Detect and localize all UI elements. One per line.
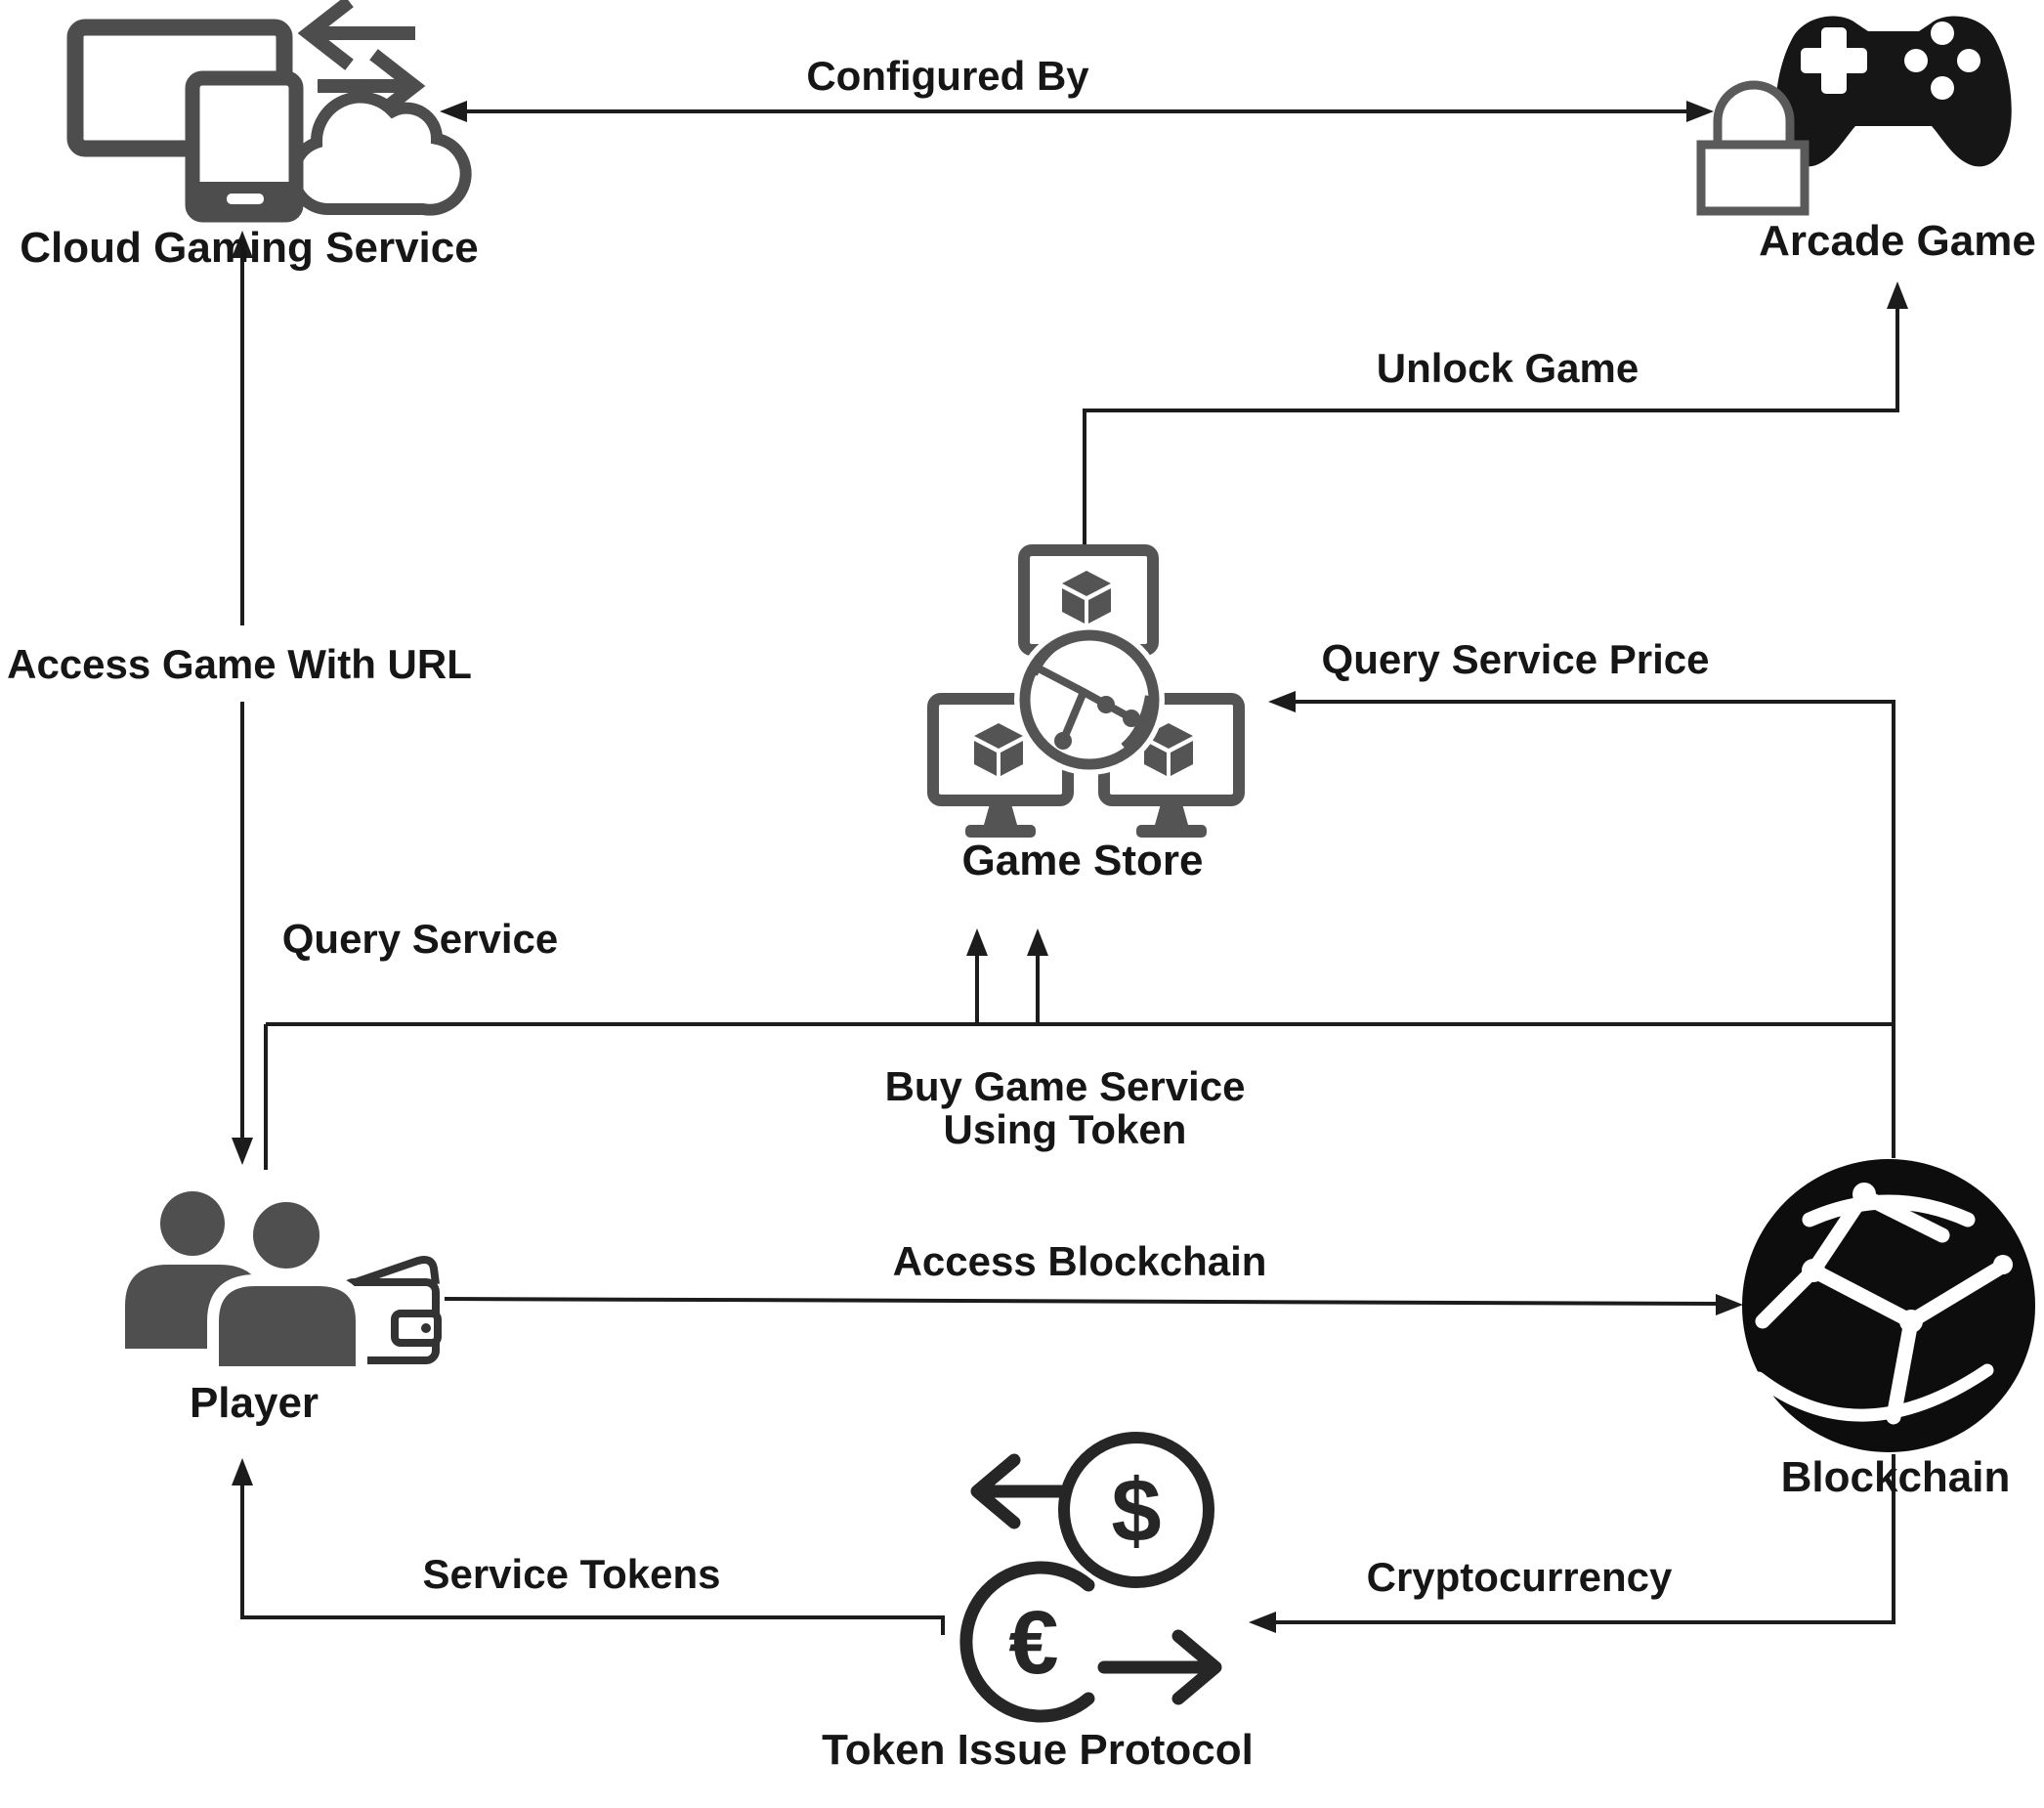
monitor-stand: [1155, 800, 1188, 825]
arrowhead-down-icon: [232, 1138, 253, 1165]
edge-unlock-game: [1083, 281, 1908, 549]
network-node: [1123, 710, 1140, 727]
button-left: [1904, 49, 1928, 72]
monitor-base: [965, 825, 1036, 838]
exchange-arrow-right-icon: [1097, 1629, 1222, 1705]
padlock-shackle-icon: [1713, 80, 1795, 147]
cloud-gaming-service-icon: [66, 0, 472, 223]
arrowhead-up-icon: [1887, 281, 1908, 309]
blockchain-node: [1993, 1255, 2013, 1274]
node-label-player: Player: [189, 1378, 319, 1427]
edge-label-configured-by: Configured By: [806, 52, 1089, 99]
dollar-coin-icon: [1058, 1432, 1214, 1588]
user-front-head: [241, 1190, 331, 1280]
edge-query-service-price: [1268, 691, 1895, 1158]
edge-label-query-service-price: Query Service Price: [1321, 635, 1710, 682]
edge-label-service-tokens: Service Tokens: [422, 1550, 721, 1597]
euro-sign: €: [1008, 1593, 1058, 1693]
wallet-button: [421, 1323, 431, 1333]
button-top: [1931, 22, 1954, 45]
arcade-game-icon: [1696, 16, 2012, 216]
dollar-sign: $: [1111, 1461, 1161, 1561]
wallet-flap-icon: [348, 1256, 440, 1288]
node-label-arcade-game: Arcade Game: [1759, 216, 2036, 265]
user-back-head: [160, 1191, 225, 1256]
node-label-blockchain: Blockchain: [1780, 1452, 2011, 1501]
arrowhead-right-icon: [1716, 1294, 1743, 1315]
button-bottom: [1931, 76, 1954, 100]
gamepad-icon: [1775, 16, 2012, 167]
button-right: [1957, 49, 1980, 72]
arrowhead-up-icon: [232, 231, 253, 258]
game-store-icon: [927, 544, 1245, 838]
cloud-icon: [287, 91, 472, 216]
edge-access-game-with-url: [232, 231, 253, 1165]
edge-cryptocurrency: [1249, 1454, 1895, 1633]
arrowhead-right-icon: [1686, 101, 1714, 122]
blockchain-seams: [1752, 1186, 2013, 1425]
edge-label-access-game-with-url: Access Game With URL: [0, 642, 480, 687]
arrowhead-left-icon: [1249, 1612, 1276, 1633]
connectors: [232, 101, 1908, 1635]
globe-network-lines: [1030, 631, 1153, 751]
edge-label-cryptocurrency: Cryptocurrency: [1366, 1553, 1673, 1600]
edge-service-tokens: [232, 1458, 945, 1635]
arrowhead-left-icon: [1268, 691, 1296, 712]
euro-coin-icon: [959, 1561, 1095, 1723]
arrowhead-up-icon: [1027, 928, 1048, 956]
blockchain-node: [1899, 1310, 1923, 1333]
arrowhead-up-icon: [966, 928, 988, 956]
network-node: [1054, 732, 1072, 750]
player-icon: [125, 1190, 442, 1378]
wallet-clasp: [391, 1310, 442, 1347]
dpad-icon-h: [1801, 48, 1867, 73]
edge-label-buy-game-service: Buy Game Service Using Token: [884, 1062, 1246, 1152]
user-front-body: [207, 1274, 367, 1378]
edge-configured-by: [440, 101, 1714, 122]
edge-label-access-blockchain: Access Blockchain: [892, 1237, 1267, 1284]
node-label-game-store: Game Store: [961, 836, 1204, 884]
blockchain-icon: [1742, 1159, 2035, 1452]
edge-buy-game-service: [1027, 928, 1048, 1024]
node-label-cloud-gaming-service: Cloud Gaming Service: [20, 223, 479, 272]
sync-arrows-icon: [297, 0, 426, 123]
token-issue-protocol-icon: $ €: [959, 1432, 1222, 1723]
globe-icon: [1019, 629, 1160, 770]
monitor-base: [1136, 825, 1207, 838]
blockchain-node: [1802, 1259, 1825, 1282]
exchange-arrow-left-icon: [970, 1453, 1068, 1529]
edge-label-unlock-game: Unlock Game: [1376, 344, 1639, 391]
edge-label-query-service: Query Service: [281, 915, 559, 962]
tablet-home-bar: [227, 194, 264, 204]
edge-access-blockchain: [444, 1294, 1743, 1315]
node-label-token-issue-protocol: Token Issue Protocol: [822, 1725, 1254, 1774]
padlock-body-icon: [1696, 140, 1810, 216]
arrowhead-up-icon: [232, 1458, 253, 1485]
edge-query-service: [264, 928, 1894, 1170]
monitor-stand: [984, 800, 1017, 825]
network-node: [1097, 696, 1115, 713]
arrowhead-left-icon: [440, 101, 467, 122]
blockchain-node: [1852, 1183, 1876, 1206]
